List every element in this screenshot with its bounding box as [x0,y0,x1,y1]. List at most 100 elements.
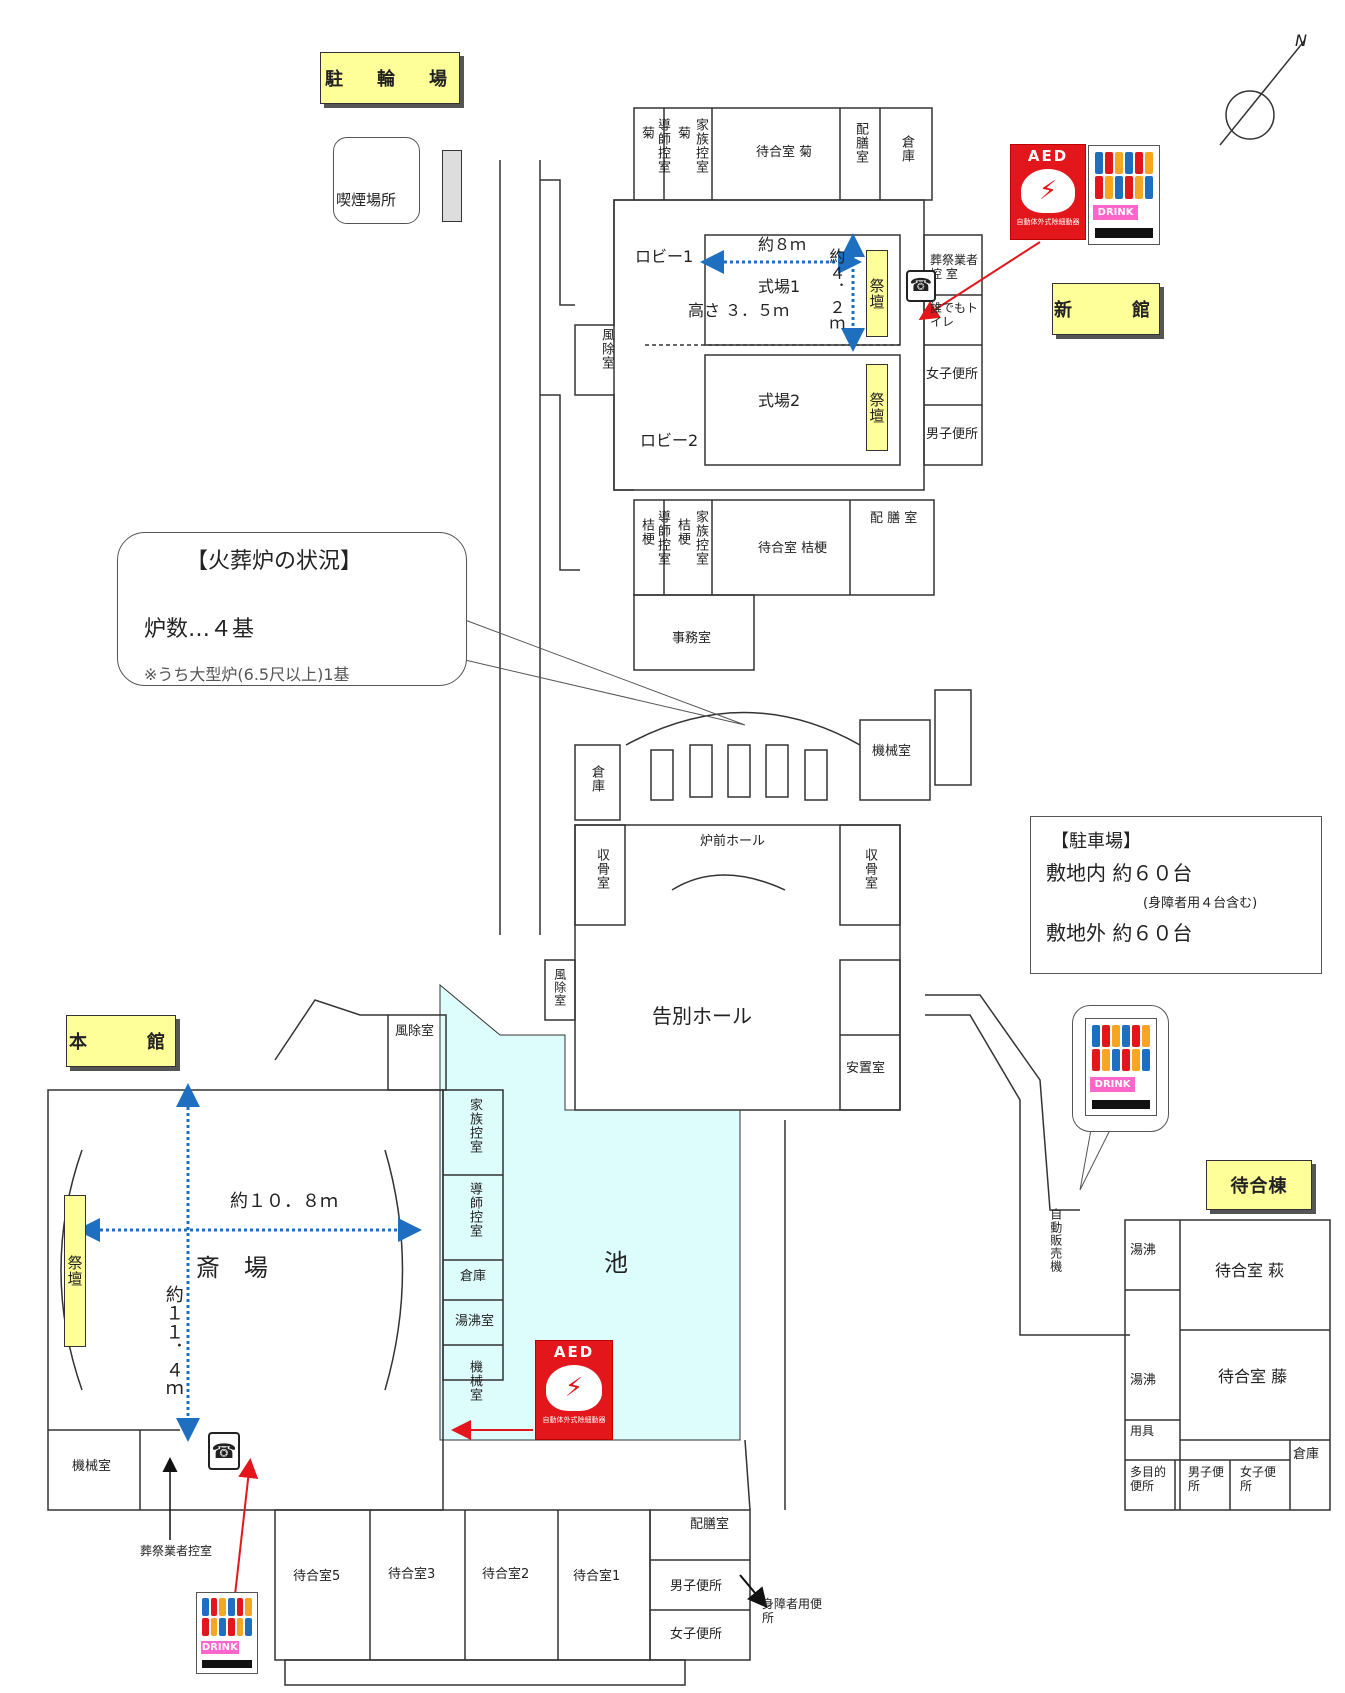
ceremony-hall-1: 式場1 [758,277,801,296]
room-machine-main-right: 機械室 [466,1360,482,1402]
phone-icon-mainhall: ☎ [208,1432,240,1470]
room-waiting-3: 待合室3 [388,1567,436,1582]
room-guide-kikyo: 導師控室 [654,510,670,566]
room-windbreak-newhall: 風除室 [598,328,614,370]
room-fuji: 待合室 藤 [1218,1367,1288,1386]
main-hall-tag: 本 館 [66,1015,176,1067]
parking-title: 【駐車場】 [1051,831,1141,852]
room-bone-2: 収骨室 [861,848,877,890]
room-women-newhall: 女子便所 [926,367,979,382]
aed-sub: 自動体外式除細動器 [1016,218,1080,226]
room-guide-kiku: 導師控室 [654,118,670,174]
room-bone-1: 収骨室 [593,848,609,890]
vending-drinks-icon [201,1597,253,1637]
parking-note: (身障者用４台含む) [1143,896,1258,911]
room-resting: 安置室 [846,1061,886,1076]
aed-sub: 自動体外式除細動器 [542,1416,606,1424]
room-utility: 用具 [1130,1424,1155,1438]
room-kettle-1: 湯沸 [1130,1243,1157,1258]
altar-2: 祭壇 [866,364,888,451]
waiting-building-tag: 待合棟 [1206,1160,1312,1210]
aed-label: AED [1027,147,1069,165]
room-pantry-1: 配膳室 [852,122,868,164]
vending-arrow-mainhall [234,1458,259,1596]
room-waiting-kiku: 待合室 菊 [756,145,813,160]
room-men-newhall: 男子便所 [926,427,979,442]
farewell-hall: 告別ホール [652,1004,752,1028]
room-anyone-toilet: 誰でもトイレ [930,301,979,329]
room-storage-waiting: 倉庫 [1293,1447,1320,1462]
vending-drinks-icon [1091,1024,1151,1071]
new-hall-tag: 新 館 [1052,283,1160,335]
room-pantry-main: 配膳室 [690,1517,730,1532]
room-pantry-2: 配 膳 室 [870,511,918,526]
room-waiting-1: 待合室1 [573,1569,621,1584]
vending-machine-walkway: DRINK [1085,1018,1157,1116]
room-kiku-b: 菊 [674,126,690,140]
room-men-main: 男子便所 [670,1579,723,1594]
drink-label: DRINK [1093,204,1138,221]
room-family-main: 家族控室 [466,1098,482,1154]
drink-label: DRINK [1090,1076,1135,1092]
room-waiting-kikyo: 待合室 桔梗 [758,541,828,556]
phone-icon-newhall: ☎ [906,270,936,302]
pond-label: 池 [604,1249,628,1277]
room-kikyo-b: 桔梗 [674,518,690,546]
room-machine-main-left: 機械室 [72,1459,112,1474]
aed-sign-mainhall: AED ⚡ 自動体外式除細動器 [535,1340,613,1440]
vending-slot [1094,228,1154,239]
room-kettle-main: 湯沸室 [455,1314,495,1329]
room-family-kikyo: 家族控室 [692,510,708,566]
vending-slot [1091,1099,1151,1110]
room-men-waiting: 男子便所 [1188,1465,1225,1493]
room-kiku-a: 菊 [638,126,654,140]
aed-heart-icon: ⚡ [1021,169,1075,213]
room-windbreak-crem: 風除室 [552,968,567,1007]
room-women-waiting: 女子便所 [1240,1465,1277,1493]
lobby-1: ロビー1 [635,247,694,266]
room-kettle-2: 湯沸 [1130,1373,1157,1388]
altar-1: 祭壇 [866,250,888,337]
room-hagi: 待合室 萩 [1215,1261,1285,1280]
furnace-info-bubble: 【火葬炉の状況】 炉数…４基 ※うち大型炉(6.5尺以上)1基 [117,532,467,686]
smoking-label: 喫煙場所 [336,191,397,209]
disabled-toilet-arrow [739,1574,768,1609]
furnace-count: 炉数…４基 [144,617,255,642]
aed-sign-newhall: AED ⚡ 自動体外式除細動器 [1010,144,1086,240]
room-waiting-2: 待合室2 [482,1567,530,1582]
disabled-toilet-label: 身障者用便所 [762,1597,823,1625]
mainhall-depth-label: 約１１．４ｍ [162,1285,184,1399]
mainhall-width-label: 約１０．８ｍ [230,1191,338,1212]
bicycle-parking-tag: 駐 輪 場 [320,52,460,104]
vending-slot [201,1660,253,1669]
vending-machine-label: 自動販売機 [1048,1208,1063,1273]
room-windbreak-main: 風除室 [395,1024,435,1039]
aed-arrow-newhall [918,241,1041,321]
room-storage-main: 倉庫 [460,1269,487,1284]
parking-outside: 敷地外 約６０台 [1046,921,1193,945]
parking-inside: 敷地内 約６０台 [1046,861,1193,885]
smoking-pillar [442,150,462,222]
aed-heart-icon: ⚡ [546,1365,602,1411]
smoking-area [333,137,420,224]
newhall-width-label: 約８ｍ [758,235,807,254]
north-label: N [1295,31,1307,50]
room-machine-crem: 機械室 [872,744,912,759]
room-family-kiku: 家族控室 [692,118,708,174]
room-guide-main: 導師控室 [466,1182,482,1238]
room-funeral-staff-newhall: 葬祭業者控 室 [930,253,979,281]
ceremony-hall-main: 斎 場 [196,1254,268,1282]
newhall-height-label: 高さ ３．５ｍ [688,301,790,320]
furnace-info-title: 【火葬炉の状況】 [186,549,363,574]
lobby-2: ロビー2 [640,431,699,450]
ceremony-hall-2: 式場2 [758,391,801,410]
room-funeral-staff-main: 葬祭業者控室 [140,1544,213,1558]
room-kikyo-a: 桔梗 [638,518,654,546]
vending-machine-mainhall: DRINK [196,1592,258,1674]
room-storage-crem: 倉庫 [588,765,604,793]
furnace-hall: 炉前ホール [700,834,766,849]
drink-label: DRINK [200,1641,239,1654]
vending-drinks-icon [1094,151,1154,199]
room-women-main: 女子便所 [670,1627,723,1642]
altar-main: 祭壇 [64,1195,86,1347]
